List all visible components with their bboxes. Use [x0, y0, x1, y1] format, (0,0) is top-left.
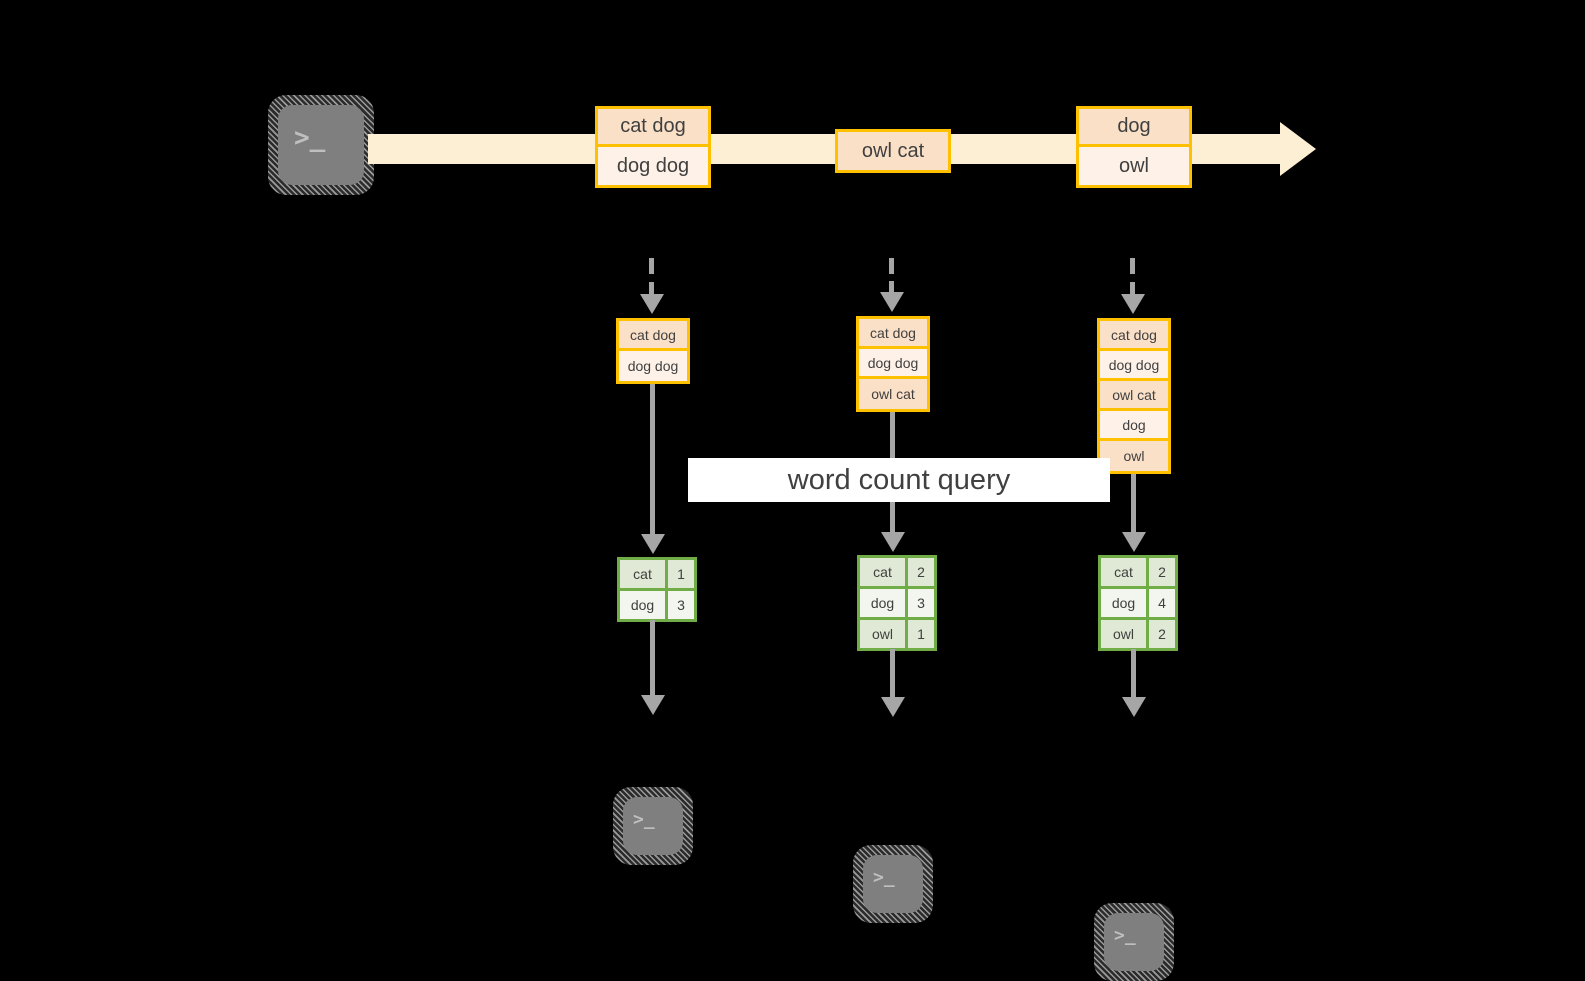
result-word-cell: dog [620, 591, 668, 619]
snapshot-2-query-arrowhead [881, 532, 905, 552]
result-count-cell: 4 [1149, 589, 1175, 617]
record-box: dog dog [859, 349, 927, 379]
record-box: owl [1100, 441, 1168, 471]
snapshot-3-query-arrow [1131, 474, 1136, 532]
snapshot-2-result-table: cat 2 dog 3 owl 1 [857, 555, 937, 651]
terminal-prompt-glyph: >_ [873, 867, 895, 888]
stream-group-1: cat dog dog dog [595, 106, 711, 188]
snapshot-3-query-arrowhead [1122, 532, 1146, 552]
table-row: cat 2 [860, 558, 934, 589]
snapshot-2-sink-arrowhead [881, 697, 905, 717]
snapshot-2-input-records: cat dog dog dog owl cat [856, 316, 930, 412]
snapshot-1-input-records: cat dog dog dog [616, 318, 690, 384]
result-word-cell: owl [1101, 620, 1149, 648]
snapshot-3-sink-arrowhead [1122, 697, 1146, 717]
result-count-cell: 2 [1149, 620, 1175, 648]
record-box: owl [1079, 147, 1189, 185]
snapshot-1-sink-arrow [650, 620, 655, 695]
snapshot-1-sink-terminal-icon: >_ [613, 787, 693, 865]
snapshot-3-input-records: cat dog dog dog owl cat dog owl [1097, 318, 1171, 474]
table-row: dog 3 [620, 591, 694, 619]
table-row: owl 2 [1101, 620, 1175, 648]
snapshot-3-sink-terminal-icon: >_ [1094, 903, 1174, 981]
query-label: word count query [688, 458, 1110, 502]
snapshot-2-sink-terminal-icon: >_ [853, 845, 933, 923]
terminal-face [278, 105, 364, 185]
record-box: owl cat [859, 379, 927, 409]
result-count-cell: 2 [1149, 558, 1175, 586]
snapshot-2-feed-arrow-dash [889, 281, 894, 292]
table-row: owl 1 [860, 620, 934, 648]
result-word-cell: dog [860, 589, 908, 617]
result-word-cell: dog [1101, 589, 1149, 617]
record-box: dog dog [619, 351, 687, 381]
snapshot-3-feed-arrow-dash [1130, 258, 1135, 274]
record-box: cat dog [859, 319, 927, 349]
result-count-cell: 3 [908, 589, 934, 617]
terminal-face [623, 797, 683, 855]
snapshot-1-feed-arrow-dash [649, 282, 654, 294]
record-box: cat dog [1100, 321, 1168, 351]
stream-group-3: dog owl [1076, 106, 1192, 188]
snapshot-3-feed-arrowhead [1121, 294, 1145, 314]
terminal-prompt-glyph: >_ [1114, 925, 1136, 946]
result-count-cell: 1 [908, 620, 934, 648]
table-row: dog 3 [860, 589, 934, 620]
result-word-cell: cat [1101, 558, 1149, 586]
snapshot-2-feed-arrow-dash [889, 258, 894, 274]
terminal-prompt-glyph: >_ [294, 123, 326, 153]
snapshot-3-sink-arrow [1131, 649, 1136, 697]
result-word-cell: cat [860, 558, 908, 586]
table-row: cat 1 [620, 560, 694, 591]
table-row: dog 4 [1101, 589, 1175, 620]
result-count-cell: 3 [668, 591, 694, 619]
stream-timeline-arrowhead [1280, 122, 1316, 176]
record-box: dog [1079, 109, 1189, 147]
record-box: dog dog [1100, 351, 1168, 381]
terminal-prompt-glyph: >_ [633, 809, 655, 830]
record-box: dog dog [598, 147, 708, 185]
table-row: cat 2 [1101, 558, 1175, 589]
snapshot-2-feed-arrowhead [880, 292, 904, 312]
record-box: cat dog [619, 321, 687, 351]
result-count-cell: 2 [908, 558, 934, 586]
snapshot-1-query-arrow [650, 384, 655, 534]
snapshot-3-feed-arrow-dash [1130, 282, 1135, 294]
record-box: owl cat [1100, 381, 1168, 411]
record-box: dog [1100, 411, 1168, 441]
snapshot-3-result-table: cat 2 dog 4 owl 2 [1098, 555, 1178, 651]
record-box: cat dog [598, 109, 708, 147]
snapshot-2-sink-arrow [890, 649, 895, 697]
stream-group-2: owl cat [835, 129, 951, 173]
result-count-cell: 1 [668, 560, 694, 588]
result-word-cell: owl [860, 620, 908, 648]
terminal-face [1104, 913, 1164, 971]
terminal-face [863, 855, 923, 913]
source-terminal-icon: >_ [268, 95, 374, 195]
record-box: owl cat [838, 132, 948, 170]
result-word-cell: cat [620, 560, 668, 588]
snapshot-1-query-arrowhead [641, 534, 665, 554]
snapshot-1-sink-arrowhead [641, 695, 665, 715]
snapshot-1-feed-arrow-dash [649, 258, 654, 274]
snapshot-1-feed-arrowhead [640, 294, 664, 314]
snapshot-1-result-table: cat 1 dog 3 [617, 557, 697, 622]
